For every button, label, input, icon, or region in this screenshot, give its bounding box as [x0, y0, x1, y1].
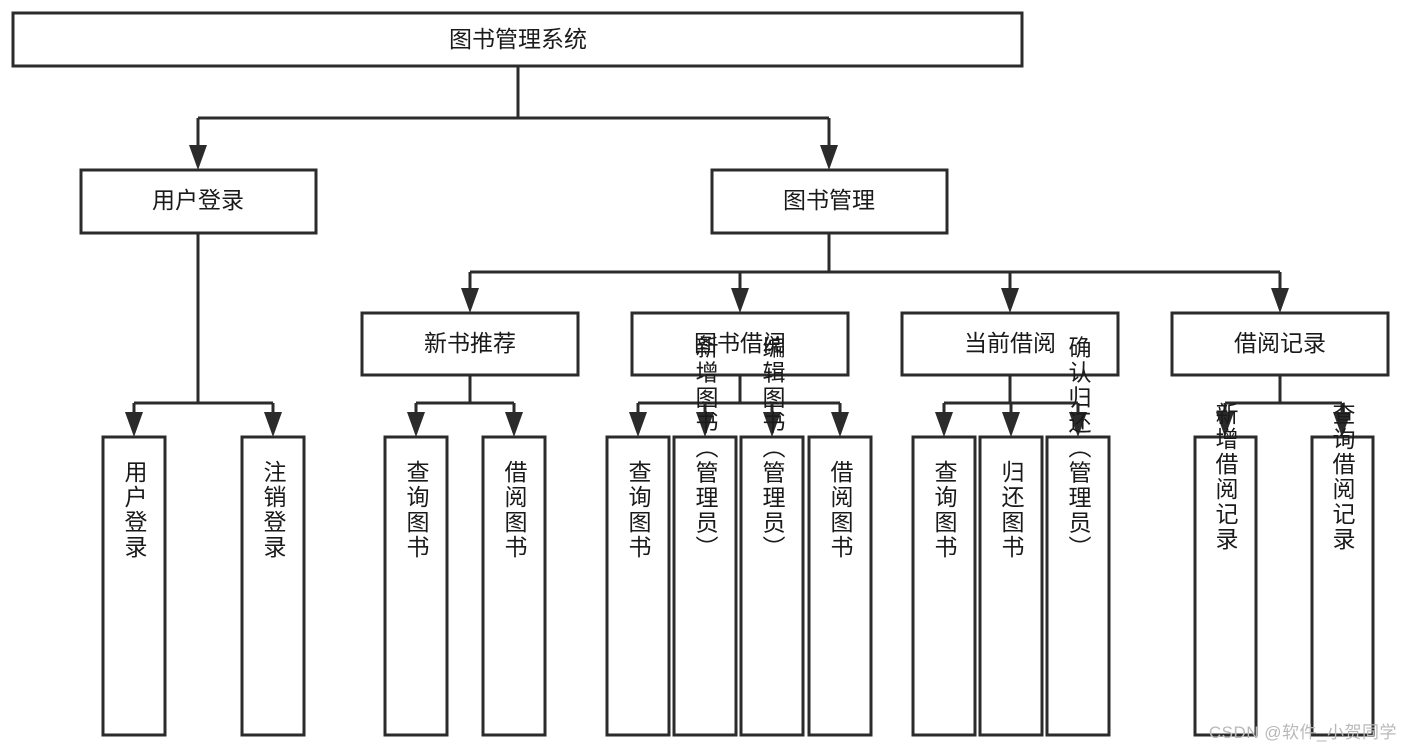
arrow-leaf-borrow-book-rec [505, 412, 523, 437]
node-root-box[interactable] [11, 11, 1024, 68]
node-leaf-add-book-admin-box[interactable] [672, 435, 738, 737]
node-borrow-record[interactable]: 借阅记录 [1170, 311, 1390, 377]
node-leaf-logout-login[interactable]: 注销登录 [240, 435, 306, 737]
node-leaf-edit-book-admin-label: 编辑图书（管理员） [759, 336, 786, 561]
node-leaf-add-book-admin-label: 新增图书（管理员） [692, 336, 719, 561]
arrow-leaf-query-borrow-record [1333, 412, 1351, 437]
node-leaf-return-book-label: 归还图书 [998, 460, 1025, 560]
node-book-borrow-box[interactable] [630, 311, 850, 377]
node-leaf-query-book-current[interactable]: 查询图书 [911, 435, 977, 737]
node-leaf-query-book-current-box[interactable] [911, 435, 977, 737]
arrow-leaf-query-book-borrow [629, 412, 647, 437]
node-leaf-query-book-current-label: 查询图书 [931, 460, 958, 560]
node-leaf-add-book-admin[interactable]: 新增图书（管理员） [672, 336, 738, 737]
node-leaf-query-book-borrow-box[interactable] [605, 435, 671, 737]
node-leaf-return-book[interactable]: 归还图书 [978, 435, 1044, 737]
node-leaf-borrow-book[interactable]: 借阅图书 [807, 435, 873, 737]
node-leaf-user-login[interactable]: 用户登录 [101, 435, 167, 737]
node-leaf-user-login-box[interactable] [101, 435, 167, 737]
node-new-book-recommend[interactable]: 新书推荐 [360, 311, 580, 377]
arrow-leaf-logout-login [264, 412, 282, 437]
node-book-manage-box[interactable] [710, 168, 949, 235]
node-leaf-edit-book-admin[interactable]: 编辑图书（管理员） [739, 336, 805, 737]
node-leaf-confirm-return-admin-label: 确认归还（管理员） [1065, 336, 1092, 561]
node-current-borrow-box[interactable] [900, 311, 1120, 377]
node-leaf-borrow-book-rec-label: 借阅图书 [501, 460, 528, 560]
node-leaf-return-book-box[interactable] [978, 435, 1044, 737]
node-leaf-borrow-book-rec-box[interactable] [481, 435, 547, 737]
node-leaf-add-borrow-record-label: 新增借阅记录 [1212, 402, 1239, 552]
arrow-leaf-borrow-book [831, 412, 849, 437]
arrow-leaf-return-book [1002, 412, 1020, 437]
node-leaf-confirm-return-admin[interactable]: 确认归还（管理员） [1045, 336, 1111, 737]
node-user-login-label: 用户登录 [152, 187, 244, 213]
arrow-book-borrow [731, 288, 749, 313]
arrow-leaf-edit-book-admin [763, 412, 781, 437]
arrow-leaf-user-login [125, 412, 143, 437]
arrow-leaf-query-book-current [935, 412, 953, 437]
node-leaf-query-book-borrow-label: 查询图书 [625, 460, 652, 560]
node-leaf-logout-login-box[interactable] [240, 435, 306, 737]
node-leaf-query-book-borrow[interactable]: 查询图书 [605, 435, 671, 737]
node-leaf-query-borrow-record[interactable]: 查询借阅记录 [1310, 402, 1375, 737]
node-leaf-borrow-book-label: 借阅图书 [827, 460, 854, 560]
node-book-manage-label: 图书管理 [783, 187, 875, 213]
node-leaf-query-book-rec-label: 查询图书 [403, 460, 430, 560]
arrow-leaf-confirm-return-admin [1069, 412, 1087, 437]
node-root-label: 图书管理系统 [449, 26, 587, 52]
arrow-borrow-record [1271, 288, 1289, 313]
node-leaf-query-borrow-record-label: 查询借阅记录 [1329, 402, 1356, 552]
node-current-borrow[interactable]: 当前借阅 [900, 311, 1120, 377]
connector-layer [125, 66, 1351, 437]
node-borrow-record-box[interactable] [1170, 311, 1390, 377]
node-leaf-query-book-rec-box[interactable] [383, 435, 449, 737]
node-leaf-add-borrow-record-box[interactable] [1193, 435, 1258, 737]
arrow-leaf-query-book-rec [407, 412, 425, 437]
node-user-login-box[interactable] [79, 168, 318, 235]
node-leaf-edit-book-admin-box[interactable] [739, 435, 805, 737]
node-new-book-recommend-label: 新书推荐 [424, 330, 516, 356]
node-root[interactable]: 图书管理系统 [11, 11, 1024, 68]
node-leaf-confirm-return-admin-box[interactable] [1045, 435, 1111, 737]
watermark: CSDN @软件_小贺同学 [1208, 723, 1397, 742]
arrow-leaf-add-borrow-record [1216, 412, 1234, 437]
arrow-leaf-add-book-admin [696, 412, 714, 437]
arrow-user-login [189, 145, 207, 170]
node-current-borrow-label: 当前借阅 [964, 330, 1056, 356]
node-borrow-record-label: 借阅记录 [1234, 330, 1326, 356]
node-book-borrow-label: 图书借阅 [694, 330, 786, 356]
node-new-book-recommend-box[interactable] [360, 311, 580, 377]
node-leaf-query-borrow-record-box[interactable] [1310, 435, 1375, 737]
node-leaf-user-login-label: 用户登录 [121, 460, 148, 560]
node-book-manage[interactable]: 图书管理 [710, 168, 949, 235]
node-leaf-logout-login-label: 注销登录 [260, 460, 287, 560]
node-leaf-add-borrow-record[interactable]: 新增借阅记录 [1193, 402, 1258, 737]
arrow-book-manage [820, 145, 838, 170]
node-user-login[interactable]: 用户登录 [79, 168, 318, 235]
node-leaf-borrow-book-rec[interactable]: 借阅图书 [481, 435, 547, 737]
node-leaf-query-book-rec[interactable]: 查询图书 [383, 435, 449, 737]
node-leaf-borrow-book-box[interactable] [807, 435, 873, 737]
arrow-current-borrow [1001, 288, 1019, 313]
node-book-borrow[interactable]: 图书借阅 [630, 311, 850, 377]
arrow-new-book-recommend [461, 288, 479, 313]
